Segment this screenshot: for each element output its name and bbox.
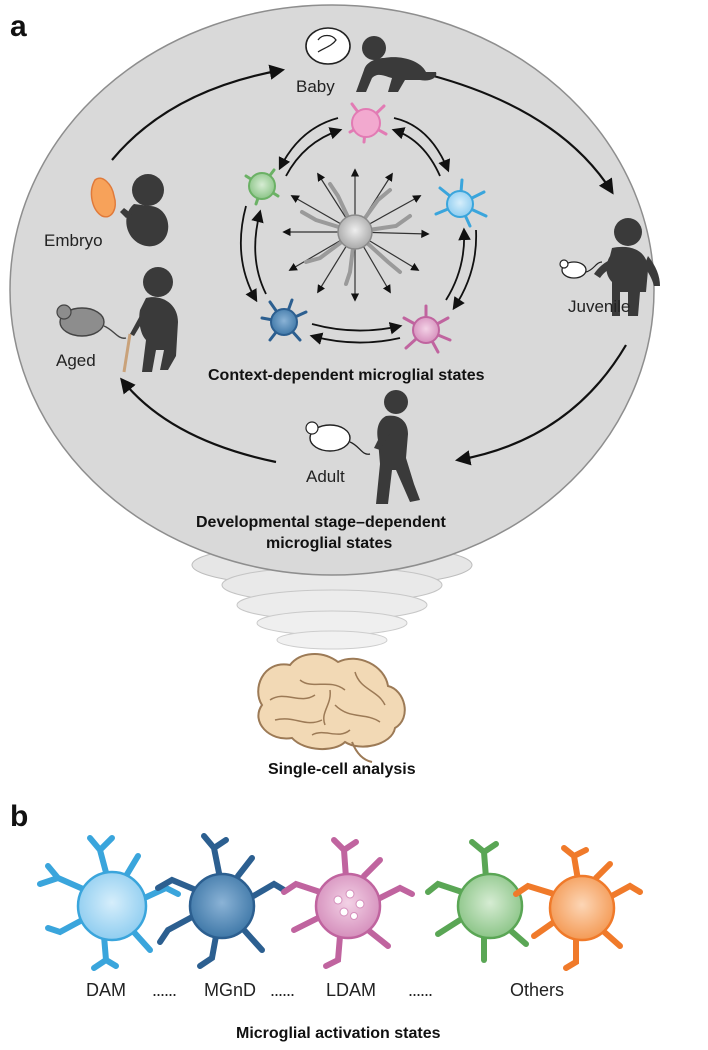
dam-microglia (37, 835, 181, 971)
juvenile-mouse-icon (559, 259, 603, 279)
central-microglia (282, 168, 430, 302)
developmental-title-line1: Developmental stage–dependent (196, 514, 447, 531)
state-label-others: Others (510, 980, 564, 1000)
elderly-silhouette-icon (130, 267, 178, 372)
brain-illustration (257, 653, 406, 763)
magenta-microglia (402, 304, 452, 354)
panel-b-letter: b (10, 800, 28, 833)
mgnd-microglia (155, 833, 287, 969)
analysis-label: Single-cell analysis (268, 761, 416, 778)
ring-arrows (239, 117, 478, 345)
state-label-mgnd: MGnD (204, 980, 256, 1000)
stage-label-aged: Aged (56, 351, 96, 370)
adult-group: Adult (305, 390, 420, 504)
baby-group: Baby (296, 27, 437, 96)
green-microglia (244, 168, 280, 206)
embryo-icon (90, 177, 116, 218)
juvenile-group: Juvenile (559, 218, 660, 316)
adult-mouse-icon (305, 421, 371, 455)
child-silhouette-icon (594, 218, 660, 316)
separator-3: ...... (408, 980, 432, 1000)
lifespan-ellipse (9, 4, 655, 576)
cane-icon (122, 333, 132, 373)
adult-walking-silhouette-icon (374, 390, 420, 504)
aged-group: Aged (56, 267, 178, 373)
lifecycle-arrows (111, 64, 627, 466)
fetus-silhouette-icon (120, 174, 169, 247)
activation-states-title: Microglial activation states (236, 1025, 441, 1042)
state-label-ldam: LDAM (326, 980, 376, 1000)
developmental-title-line2: microglial states (266, 535, 392, 552)
stage-label-embryo: Embryo (44, 231, 103, 250)
embryo-group: Embryo (44, 174, 169, 250)
ldam-microglia (281, 837, 415, 969)
crawling-baby-icon (356, 36, 437, 92)
separator-2: ...... (270, 980, 294, 1000)
orange-others-microglia (513, 845, 643, 971)
aged-mouse-icon (56, 304, 127, 339)
context-title: Context-dependent microglial states (208, 367, 485, 384)
stage-label-juvenile: Juvenile (568, 297, 630, 316)
stage-label-baby: Baby (296, 77, 335, 96)
green-others-microglia (425, 839, 529, 963)
lipid-droplets-icon (333, 889, 365, 920)
separator-1: ...... (152, 980, 176, 1000)
ring-microglia (244, 102, 488, 354)
dark-blue-microglia (260, 298, 308, 342)
panel-a-letter: a (10, 10, 27, 43)
pink-microglia (348, 102, 388, 144)
stage-label-adult: Adult (306, 467, 345, 486)
light-blue-microglia (434, 178, 488, 228)
state-label-dam: DAM (86, 980, 126, 1000)
